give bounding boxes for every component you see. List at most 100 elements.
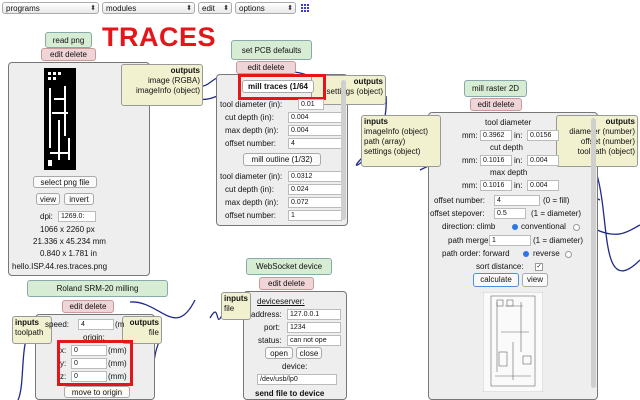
x-label: x: (60, 346, 67, 355)
select-png-button[interactable]: select png file (33, 176, 97, 188)
options-menu[interactable]: options ⬍ (235, 2, 296, 14)
mill-raster-scrollbar[interactable] (591, 118, 596, 388)
dpi-input[interactable]: 1269.0: (58, 211, 96, 222)
offset-fill-note: (0 = fill) (543, 196, 570, 205)
mill-traces-button[interactable]: mill traces (1/64 (242, 80, 314, 93)
options-menu-label: options (239, 4, 265, 13)
path-order-forward-radio[interactable] (523, 251, 529, 257)
pcb-defaults-scrollbar[interactable] (341, 80, 346, 220)
path-merge-note: (1 = diameter) (533, 236, 584, 245)
output-image: image (RGBA) (147, 76, 200, 85)
sort-distance-label: sort distance: (476, 262, 524, 271)
tool-diameter-heading: tool diameter (485, 118, 532, 127)
mill-raster-inputs[interactable]: inputs imageInfo (object) path (array) s… (361, 115, 441, 167)
x-input[interactable]: 0 (71, 345, 107, 356)
device-input[interactable]: /dev/usb/lp0 (257, 374, 337, 385)
raster-view-button[interactable]: view (522, 273, 548, 287)
cut-depth-mm-input[interactable]: 0.1016 (480, 155, 512, 166)
outputs-heading: outputs (353, 77, 383, 86)
tool-diameter-2-input[interactable]: 0.0312 (288, 171, 342, 182)
path-merge-input[interactable]: 1 (489, 235, 531, 246)
mill-outline-button[interactable]: mill outline (1/32) (243, 153, 321, 166)
send-file-button[interactable]: send file to device (255, 389, 325, 398)
outputs-heading: outputs (605, 117, 635, 126)
path-order-forward-label: path order: forward (442, 249, 510, 258)
path-merge-label: path merge: (448, 236, 491, 245)
address-label: address: (251, 310, 282, 319)
tool-diameter-1-input[interactable]: 0.01 (298, 99, 324, 110)
toolpath-preview (483, 292, 543, 392)
roland-inputs[interactable]: inputs toolpath (12, 316, 52, 344)
websocket-inputs[interactable]: inputs file (221, 292, 251, 320)
grid-icon[interactable] (301, 4, 310, 13)
chevron-down-icon: ⬍ (287, 5, 293, 12)
roland-outputs[interactable]: outputs file (122, 316, 162, 344)
tool-diameter-mm-input[interactable]: 0.3962 (480, 130, 512, 141)
modules-menu[interactable]: modules ⬍ (102, 2, 195, 14)
speed-label: speed: (45, 320, 70, 329)
direction-climb-radio[interactable] (512, 224, 518, 230)
address-input[interactable]: 127.0.0.1 (287, 309, 341, 320)
direction-conventional-radio[interactable] (573, 224, 580, 231)
view-button[interactable]: view (36, 193, 60, 205)
input-settings: settings (object) (364, 147, 421, 156)
outputs-heading: outputs (170, 66, 200, 75)
port-input[interactable]: 1234 (287, 322, 341, 333)
origin-label: origin: (83, 333, 105, 342)
chevron-down-icon: ⬍ (186, 5, 192, 12)
mill-raster-edit-delete[interactable]: edit delete (470, 98, 522, 111)
output-settings: settings (object) (326, 87, 383, 96)
mill-raster-outputs[interactable]: outputs diameter (number) offset (number… (556, 115, 638, 167)
port-label: port: (264, 323, 281, 332)
close-button[interactable]: close (296, 347, 322, 359)
tool-diameter-in-input[interactable]: 0.0156 (527, 130, 559, 141)
y-input[interactable]: 0 (71, 358, 107, 369)
cut-depth-in-input[interactable]: 0.004 (527, 155, 559, 166)
speed-input[interactable]: 4 (78, 319, 114, 330)
pixel-size: 1066 x 2260 px (40, 225, 95, 234)
cut-depth-in-label: in: (514, 156, 523, 165)
max-depth-2-label: max depth (in): (225, 198, 279, 207)
max-depth-mm-label: mm: (462, 181, 478, 190)
read-png-outputs[interactable]: outputs image (RGBA) imageInfo (object) (121, 64, 203, 106)
offset-stepover-input[interactable]: 0.5 (494, 208, 526, 219)
max-depth-in-input[interactable]: 0.004 (527, 180, 559, 191)
cut-depth-2-input[interactable]: 0.024 (288, 184, 342, 195)
offset-number-2-input[interactable]: 1 (288, 210, 342, 221)
pcb-defaults-title[interactable]: set PCB defaults (231, 40, 312, 60)
sort-distance-checkbox[interactable]: ✓ (535, 263, 543, 271)
z-input[interactable]: 0 (71, 371, 107, 382)
offset-number-1-input[interactable]: 4 (288, 138, 342, 149)
programs-menu[interactable]: programs ⬍ (2, 2, 99, 14)
z-label: z: (60, 372, 67, 381)
speed-unit: (m (115, 320, 125, 329)
offset-number-1-label: offset number: (225, 139, 276, 148)
cut-depth-1-input[interactable]: 0.004 (288, 112, 342, 123)
open-button[interactable]: open (265, 347, 293, 359)
websocket-title[interactable]: WebSocket device (246, 258, 332, 275)
edit-menu[interactable]: edit ⬍ (198, 2, 232, 14)
offset-number-input[interactable]: 4 (494, 195, 540, 206)
websocket-edit-delete[interactable]: edit delete (259, 277, 314, 290)
inputs-heading: inputs (224, 294, 248, 303)
output-offset: offset (number) (580, 137, 635, 146)
move-to-origin-button[interactable]: move to origin (64, 386, 130, 398)
calculate-button[interactable]: calculate (473, 273, 519, 287)
mm-size: 21.336 x 45.234 mm (33, 237, 106, 246)
max-depth-1-input[interactable]: 0.004 (288, 125, 342, 136)
max-depth-2-input[interactable]: 0.072 (288, 197, 342, 208)
tool-diameter-in-label: in: (514, 131, 523, 140)
deviceserver-label: deviceserver: (257, 297, 305, 306)
path-order-reverse-radio[interactable] (565, 251, 572, 258)
max-depth-1-label: max depth (in): (225, 126, 279, 135)
mill-raster-title[interactable]: mill raster 2D (464, 80, 527, 97)
roland-edit-delete[interactable]: edit delete (62, 300, 114, 313)
pcb-defaults-edit-delete[interactable]: edit delete (236, 61, 296, 74)
status-label: status: (258, 336, 282, 345)
invert-button[interactable]: invert (64, 193, 94, 205)
max-depth-in-label: in: (514, 181, 523, 190)
max-depth-mm-input[interactable]: 0.1016 (480, 180, 512, 191)
roland-title[interactable]: Roland SRM-20 milling (27, 280, 168, 297)
read-png-title[interactable]: read png (45, 32, 92, 48)
read-png-edit-delete[interactable]: edit delete (41, 48, 96, 61)
